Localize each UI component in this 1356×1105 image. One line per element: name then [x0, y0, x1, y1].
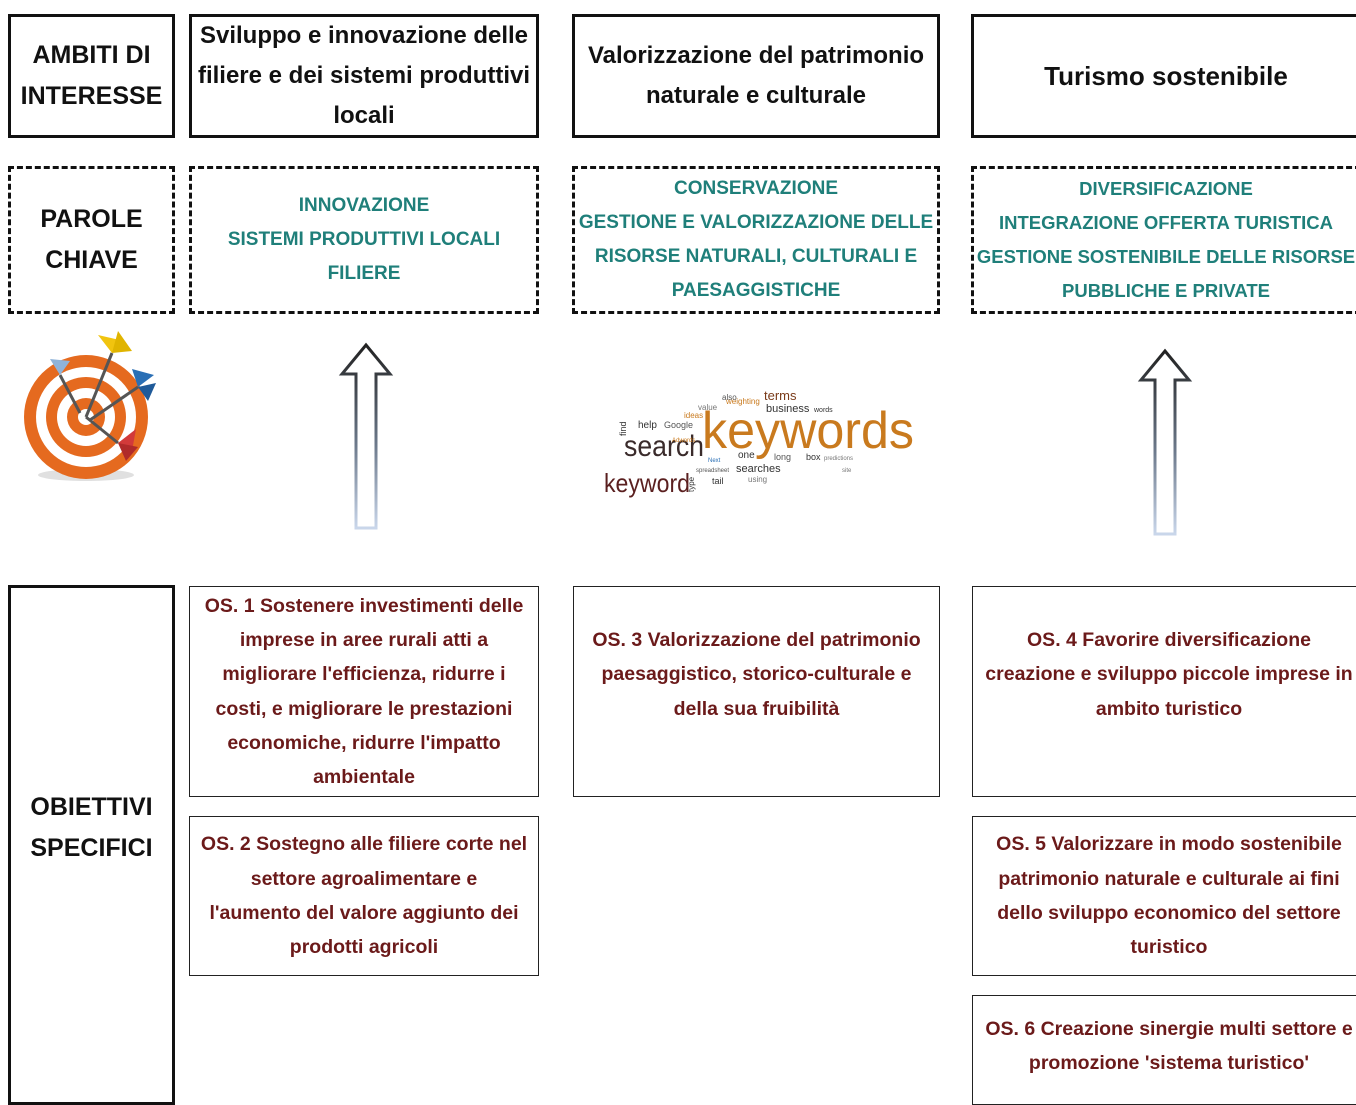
up-arrow-icon	[1137, 348, 1193, 536]
objective-line: OS. 1 Sostenere investimenti delle	[204, 594, 524, 617]
ambiti-header: AMBITI DI INTERESSE	[8, 14, 175, 138]
parole-header-line: PAROLE	[40, 205, 143, 233]
objective-line: dello sviluppo economico del settore	[997, 902, 1341, 924]
objective-line: OS. 2 Sostegno alle filiere corte nel	[200, 833, 528, 856]
word-cloud-word: predictions	[824, 456, 853, 462]
objective-line: della sua fruibilità	[673, 697, 840, 720]
objective-line: OS. 3 Valorizzazione del patrimonio	[592, 629, 921, 652]
ambito-line: locali	[333, 102, 395, 129]
parole-header: PAROLE CHIAVE	[8, 166, 175, 314]
word-cloud-word: using	[748, 475, 767, 484]
obiettivi-header: OBIETTIVI SPECIFICI	[8, 585, 175, 1105]
objective-line: patrimonio naturale e culturale ai fini	[998, 867, 1340, 890]
parole-header-line: CHIAVE	[45, 246, 138, 274]
word-cloud-word: spreadsheet	[696, 468, 729, 474]
ambito-box-turismo: Turismo sostenibile	[971, 14, 1356, 138]
word-cloud-word: ideas	[684, 411, 703, 420]
word-cloud-word: one	[738, 450, 755, 461]
objective-box-os2: OS. 2 Sostegno alle filiere corte nel se…	[189, 816, 539, 976]
keyword-line: DIVERSIFICAZIONE	[1079, 178, 1253, 199]
objective-line: imprese in aree rurali atti a	[239, 628, 489, 651]
word-cloud-main: keywords	[702, 402, 914, 460]
objective-line: settore agroalimentare e	[250, 867, 478, 890]
keywords-box-turismo: DIVERSIFICAZIONE INTEGRAZIONE OFFERTA TU…	[971, 166, 1356, 314]
keyword-line: INNOVAZIONE	[298, 195, 430, 216]
objective-line: ambito turistico	[1095, 697, 1243, 720]
objective-line: turistico	[1130, 936, 1208, 959]
word-cloud-word: searches	[736, 463, 781, 475]
keyword-line: INTEGRAZIONE OFFERTA TURISTICA	[998, 212, 1333, 233]
word-cloud-word: type	[687, 476, 696, 492]
objective-line: OS. 6 Creazione sinergie multi settore e	[985, 1018, 1353, 1040]
objective-line: ambientale	[313, 766, 415, 789]
keyword-line: SISTEMI PRODUTTIVI LOCALI	[227, 229, 501, 250]
objective-line: OS. 4 Favorire diversificazione	[1027, 629, 1311, 652]
keyword-line: GESTIONE E VALORIZZAZIONE DELLE	[578, 212, 934, 233]
ambito-box-filiere: Sviluppo e innovazione delle filiere e d…	[189, 14, 539, 138]
word-cloud-keyword: keyword	[604, 468, 690, 498]
objective-box-os6: OS. 6 Creazione sinergie multi settore e…	[972, 995, 1356, 1105]
keyword-line: PUBBLICHE E PRIVATE	[1062, 280, 1270, 301]
objective-box-os3: OS. 3 Valorizzazione del patrimonio paes…	[573, 586, 940, 797]
word-cloud-word: business	[766, 403, 810, 415]
word-cloud-word: value	[698, 403, 718, 412]
objective-line: economiche, ridurre l'impatto	[227, 731, 501, 754]
keywords-box-filiere: INNOVAZIONE SISTEMI PRODUTTIVI LOCALI FI…	[189, 166, 539, 314]
ambito-line: Turismo sostenibile	[1044, 61, 1288, 91]
objective-line: costi, e migliorare le prestazioni	[215, 697, 513, 720]
word-cloud-word: tail	[712, 476, 724, 486]
word-cloud-image: keywords search keyword terms business w…	[596, 380, 916, 510]
objective-box-os1: OS. 1 Sostenere investimenti delle impre…	[189, 586, 539, 797]
target-with-darts-icon	[24, 331, 156, 481]
objective-line: paesaggistico, storico-culturale e	[601, 663, 912, 686]
word-cloud-word: words	[813, 407, 833, 414]
ambito-box-patrimonio: Valorizzazione del patrimonio naturale e…	[572, 14, 940, 138]
word-cloud-word: find	[618, 421, 628, 436]
objective-line: OS. 5 Valorizzare in modo sostenibile	[996, 833, 1342, 856]
up-arrow-icon	[338, 342, 394, 530]
keyword-line: FILIERE	[327, 263, 401, 284]
obiettivi-header-line: OBIETTIVI	[30, 793, 153, 821]
objective-line: creazione e sviluppo piccole imprese in	[985, 663, 1353, 686]
word-cloud-word: Next	[708, 458, 721, 464]
keyword-line: CONSERVAZIONE	[674, 178, 838, 199]
objective-box-os4: OS. 4 Favorire diversificazione creazion…	[972, 586, 1356, 797]
objective-line: l'aumento del valore aggiunto dei	[209, 902, 519, 924]
word-cloud-word: help	[638, 420, 657, 431]
obiettivi-header-line: SPECIFICI	[30, 834, 153, 862]
ambito-line: filiere e dei sistemi produttivi	[197, 62, 531, 89]
ambito-line: naturale e culturale	[645, 82, 867, 109]
objective-line: migliorare l'efficienza, ridurre i	[222, 663, 506, 686]
keyword-line: PAESAGGISTICHE	[671, 280, 841, 301]
ambiti-header-line: AMBITI DI	[32, 41, 151, 69]
keyword-line: RISORSE NATURALI, CULTURALI E	[594, 246, 918, 267]
word-cloud-word: long	[774, 452, 791, 462]
ambito-line: Valorizzazione del patrimonio	[587, 42, 925, 69]
word-cloud-word: site	[842, 468, 852, 474]
word-cloud-word: also	[722, 393, 737, 402]
word-cloud-word: terms	[764, 388, 797, 403]
word-cloud-search: search	[624, 430, 704, 463]
keywords-box-patrimonio: CONSERVAZIONE GESTIONE E VALORIZZAZIONE …	[572, 166, 940, 314]
word-cloud-word: box	[806, 452, 821, 462]
ambito-line: Sviluppo e innovazione delle	[199, 22, 529, 49]
word-cloud-word: Adwords	[672, 438, 695, 444]
objective-line: promozione 'sistema turistico'	[1028, 1052, 1310, 1075]
word-cloud-word: Google	[664, 420, 693, 430]
word-cloud-word: weighting	[725, 397, 760, 406]
ambiti-header-line: INTERESSE	[20, 82, 163, 110]
keyword-line: GESTIONE SOSTENIBILE DELLE RISORSE	[976, 246, 1356, 267]
objective-box-os5: OS. 5 Valorizzare in modo sostenibile pa…	[972, 816, 1356, 976]
objective-line: prodotti agricoli	[289, 936, 439, 959]
